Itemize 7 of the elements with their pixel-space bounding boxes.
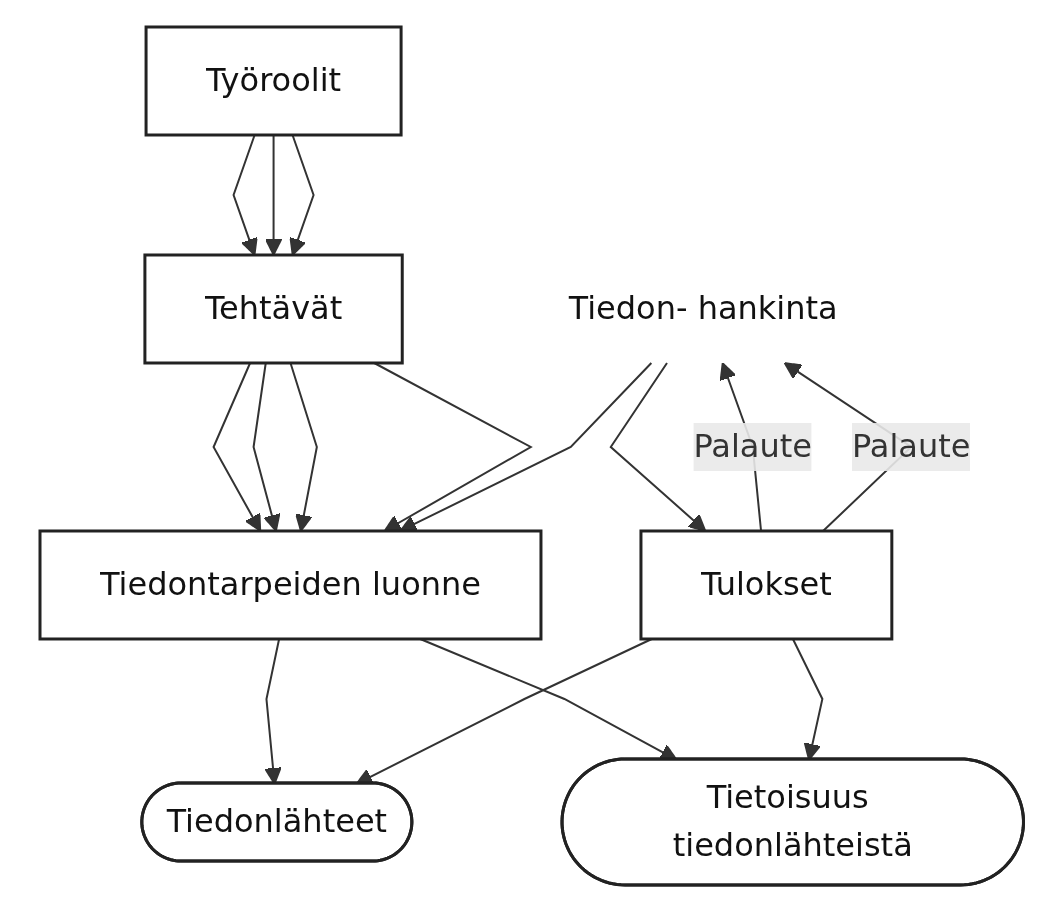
edge-label: Palaute	[852, 426, 971, 465]
node-box: Tehtävät	[143, 253, 404, 364]
node-box: Tulokset	[639, 529, 894, 640]
node-box: Työroolit	[144, 25, 403, 136]
edge-label: Palaute	[693, 426, 813, 465]
node-text: Tiedon- hankinta	[568, 288, 838, 327]
node-box: Tiedontarpeiden luonne	[38, 529, 543, 640]
